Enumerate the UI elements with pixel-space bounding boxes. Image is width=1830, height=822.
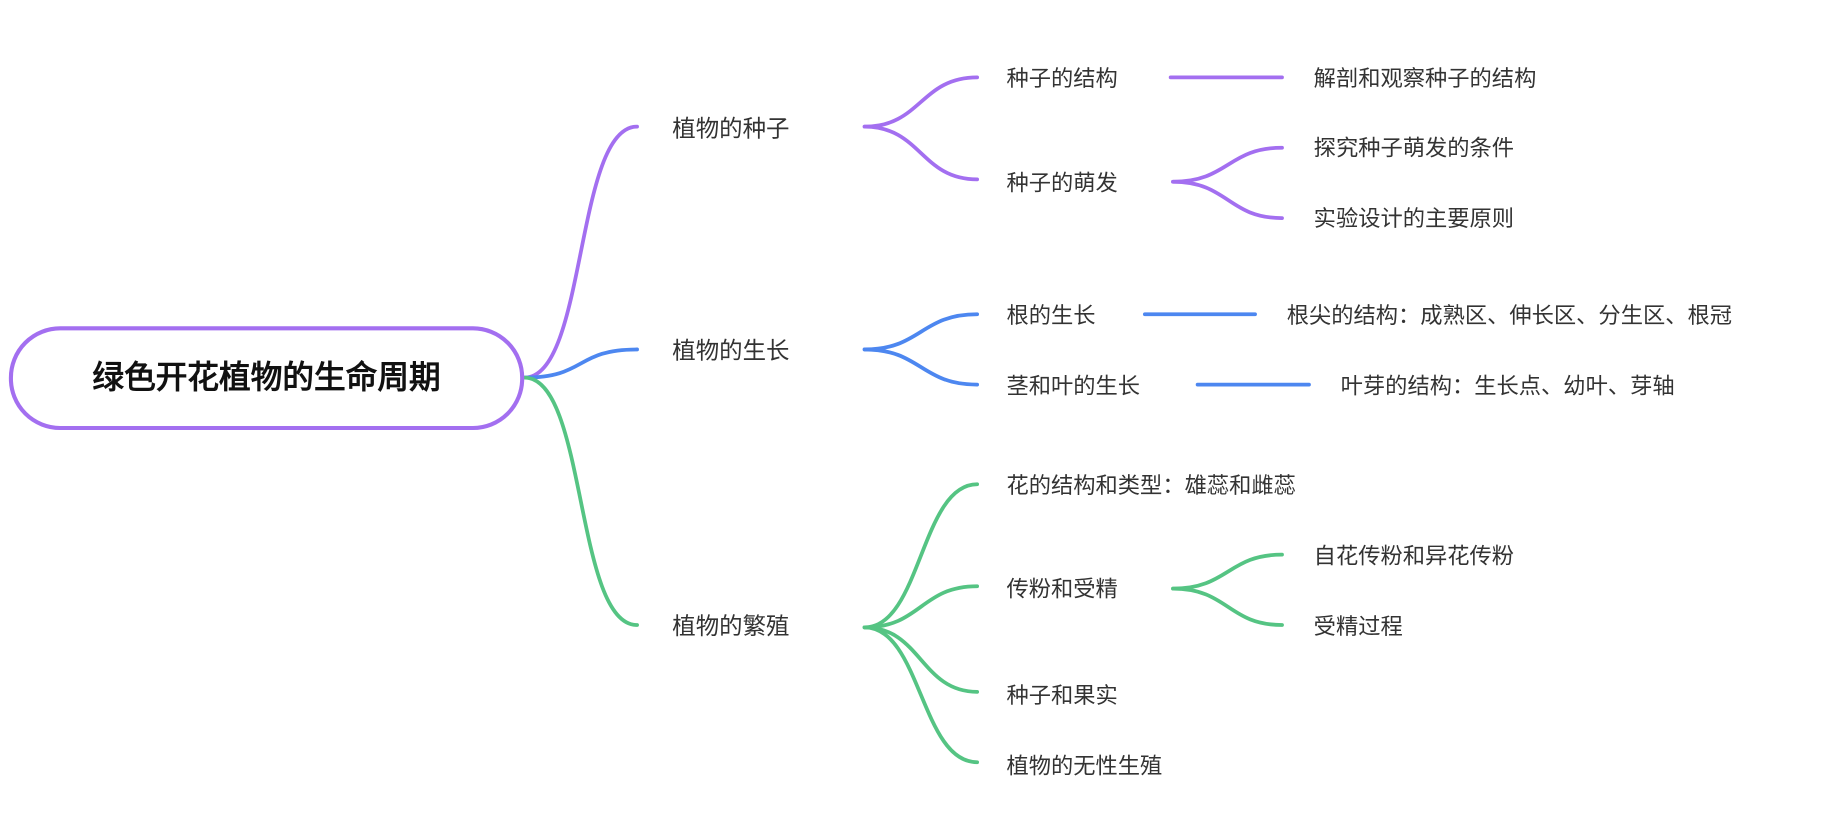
connector-germ-principles [1171, 179, 1284, 220]
root-node[interactable]: 绿色开花植物的生命周期 [8, 326, 525, 431]
connector-poll-self [1171, 552, 1284, 591]
node-seed-structure[interactable]: 种子的结构 [1006, 66, 1117, 92]
connector-root-growth [522, 347, 639, 380]
connector-repro-fruit [862, 625, 980, 694]
node-fertilization-process[interactable]: 受精过程 [1314, 614, 1403, 640]
connectors [522, 75, 1311, 765]
node-germination-conditions[interactable]: 探究种子萌发的条件 [1314, 135, 1514, 161]
root-node-border [8, 326, 525, 431]
connector-seed-germination [862, 124, 980, 182]
node-growth[interactable]: 植物的生长 [672, 336, 789, 364]
connector-seed-structure [862, 75, 980, 129]
node-pollination[interactable]: 传粉和受精 [1006, 576, 1117, 602]
node-seed[interactable]: 植物的种子 [672, 115, 789, 143]
node-self-cross-pollination[interactable]: 自花传粉和异花传粉 [1314, 543, 1514, 569]
node-stem-leaf-growth[interactable]: 茎和叶的生长 [1006, 373, 1140, 399]
node-leaf-bud-structure[interactable]: 叶芽的结构：生长点、幼叶、芽轴 [1341, 373, 1675, 399]
node-experiment-principles[interactable]: 实验设计的主要原则 [1314, 206, 1514, 232]
node-root-growth[interactable]: 根的生长 [1006, 303, 1095, 329]
node-asexual-reproduction[interactable]: 植物的无性生殖 [1006, 753, 1162, 779]
node-seed-fruit[interactable]: 种子和果实 [1006, 683, 1117, 709]
connector-poll-fert [1171, 586, 1284, 627]
connector-repro-pollination [862, 584, 980, 630]
connector-growth-stem [862, 347, 980, 387]
node-reproduction[interactable]: 植物的繁殖 [672, 612, 789, 640]
connector-root-reproduction [522, 375, 639, 627]
node-root-tip-structure[interactable]: 根尖的结构：成熟区、伸长区、分生区、根冠 [1287, 303, 1732, 329]
connector-repro-asexual [862, 625, 980, 765]
node-seed-germination[interactable]: 种子的萌发 [1006, 171, 1117, 197]
connector-root-seed [522, 124, 639, 380]
node-flower-structure[interactable]: 花的结构和类型：雄蕊和雌蕊 [1006, 473, 1295, 499]
node-dissect-seed[interactable]: 解剖和观察种子的结构 [1314, 66, 1537, 92]
root-label: 绿色开花植物的生命周期 [92, 359, 440, 396]
connector-repro-flower [862, 482, 980, 630]
connector-growth-root [862, 312, 980, 352]
connector-germ-conditions [1171, 145, 1284, 184]
